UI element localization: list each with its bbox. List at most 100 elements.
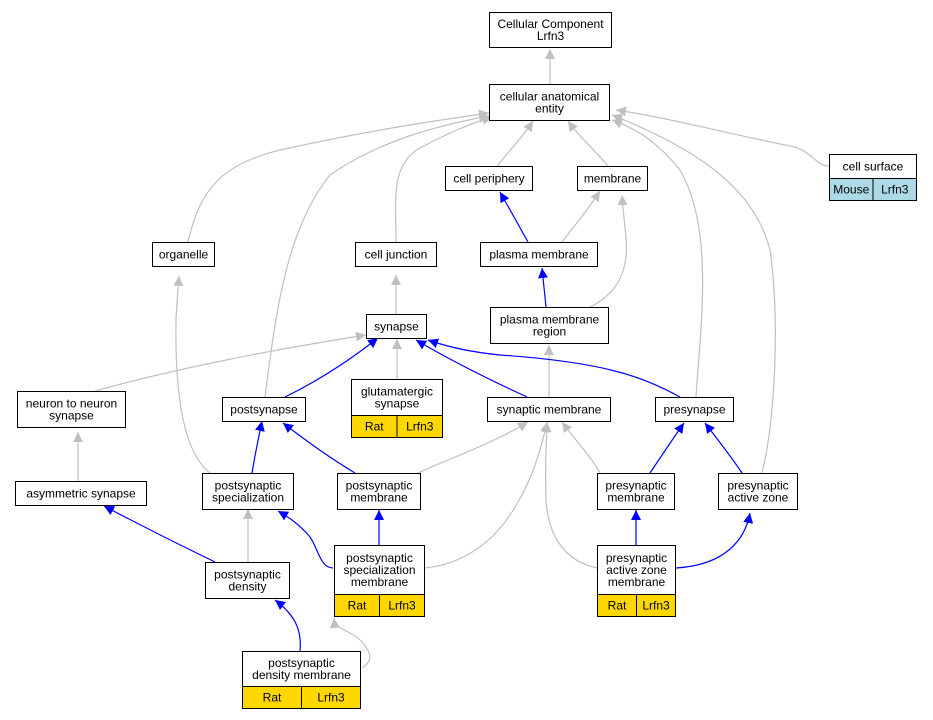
node-label-line: specialization <box>343 563 415 577</box>
node-label-line: organelle <box>159 248 209 262</box>
edge-asym-psd <box>103 505 216 563</box>
gray-edges <box>73 49 830 669</box>
node-box <box>718 473 798 510</box>
node-box <box>337 473 421 510</box>
node-label-line: cellular anatomical <box>500 90 599 104</box>
edge-n2n-synapse <box>94 331 367 392</box>
node-box <box>366 314 427 339</box>
node-label-line: density <box>228 580 266 594</box>
edge-synmem-synapse <box>415 339 528 398</box>
edge-postmem-postsynapse <box>282 422 356 474</box>
node-label-line: entity <box>535 102 564 116</box>
node-label-line: specialization <box>212 491 284 505</box>
node-box <box>445 166 533 191</box>
node-cell-junction: cell junction <box>355 242 437 267</box>
node-box <box>490 307 609 344</box>
node-label-line: region <box>533 325 566 339</box>
node-box <box>17 391 126 428</box>
edge-psm-postspec <box>277 510 334 569</box>
annotation-species-label: Mouse <box>833 183 869 197</box>
annotation-gene-label: Lrfn3 <box>388 599 416 613</box>
node-synapse: synapse <box>366 314 427 339</box>
node-label-line: synapse <box>375 397 420 411</box>
edge-postsynapse-synapse <box>284 337 379 398</box>
edge-preactive-presynapse <box>704 422 743 474</box>
node-label-line: postsynaptic <box>214 568 281 582</box>
node-label-line: postsynapse <box>230 403 298 417</box>
edge-celljunction-cae <box>394 115 493 243</box>
edge-psdm-psm <box>329 617 371 669</box>
edge-postsynapse-cae <box>264 112 490 398</box>
node-membrane: membrane <box>577 166 648 191</box>
node-box <box>355 242 437 267</box>
node-box <box>334 545 425 595</box>
node-label-line: active zone <box>606 563 667 577</box>
edge-preactive-cae <box>611 114 776 474</box>
annotation-gene-cell <box>396 415 443 438</box>
annotation-species-label: Rat <box>348 599 367 613</box>
node-synaptic-membrane: synaptic membrane <box>487 397 611 422</box>
edge-pmr-plasmamem <box>538 267 548 308</box>
node-label-line: postsynaptic <box>215 479 282 493</box>
node-box <box>480 242 598 267</box>
annotation-species-label: Rat <box>365 420 384 434</box>
node-box <box>577 166 648 191</box>
node-label-line: membrane <box>351 575 409 589</box>
node-label-line: postsynaptic <box>346 479 413 493</box>
edge-membrane-cae <box>567 120 609 167</box>
node-label-line: membrane <box>350 491 408 505</box>
node-box <box>487 397 611 422</box>
edge-preazm-preactive <box>675 512 754 569</box>
edge-premem-presynapse <box>649 422 685 474</box>
node-label-line: postsynaptic <box>346 551 413 565</box>
node-box <box>205 562 290 599</box>
node-label-line: presynaptic <box>605 479 666 493</box>
node-label-line: membrane <box>608 575 666 589</box>
edge-premem-synmem <box>561 421 601 474</box>
node-box <box>597 473 675 510</box>
edge-psdm-psd <box>274 599 301 652</box>
node-label-line: presynaptic <box>727 479 788 493</box>
annotation-gene-cell <box>301 686 361 709</box>
node-box <box>222 397 306 422</box>
edge-presynapse-cae <box>611 118 704 398</box>
annotation-species-label: Rat <box>263 691 282 705</box>
node-plasma-membrane: plasma membrane <box>480 242 598 267</box>
edge-plasmamem-membrane <box>561 190 601 243</box>
annotation-gene-cell <box>379 594 425 617</box>
node-box <box>655 397 734 422</box>
node-presynapse: presynapse <box>655 397 734 422</box>
edge-cellperiph-cae <box>496 120 534 167</box>
node-label-line: synapse <box>374 320 419 334</box>
node-label-line: plasma membrane <box>489 248 589 262</box>
annotation-gene-cell <box>872 178 917 201</box>
edge-organelle-cae <box>187 109 490 243</box>
node-label-line: cell surface <box>843 160 904 174</box>
annotation-species-label: Rat <box>608 599 627 613</box>
node-postsynapse: postsynapse <box>222 397 306 422</box>
node-label-line: synaptic membrane <box>497 403 602 417</box>
edge-postspec-organelle <box>173 275 211 474</box>
node-label-line: Cellular Component <box>497 17 604 31</box>
edge-plasmamem-cellperiph <box>499 191 529 243</box>
edge-pmr-membrane <box>589 194 628 308</box>
node-box <box>597 545 676 595</box>
node-label-line: plasma membrane <box>500 313 600 327</box>
blue-edges <box>103 191 754 652</box>
node-box <box>15 481 147 506</box>
node-label-line: presynapse <box>663 403 725 417</box>
node-box <box>242 651 361 687</box>
node-label-line: active zone <box>728 491 789 505</box>
node-label-line: asymmetric synapse <box>26 487 136 501</box>
